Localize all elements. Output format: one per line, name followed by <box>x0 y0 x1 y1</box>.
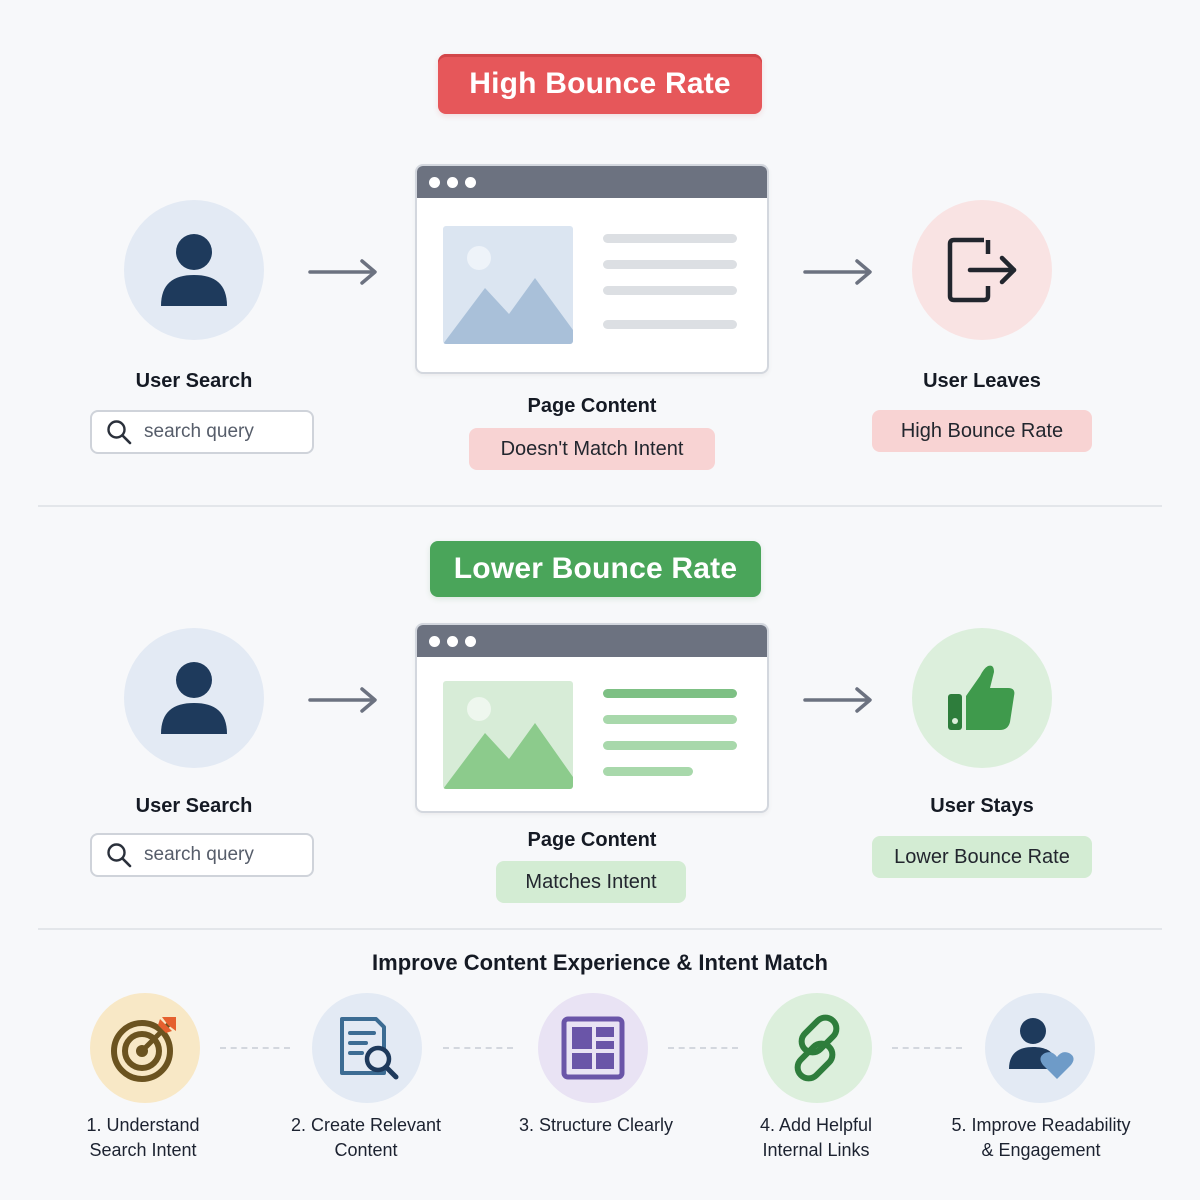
page-status-badge: Matches Intent <box>496 861 686 903</box>
step-connector <box>443 1047 513 1049</box>
user-stays-circle <box>912 628 1052 768</box>
user-leaves-label: User Leaves <box>923 370 1041 392</box>
step-connector <box>892 1047 962 1049</box>
page-content-window <box>415 164 769 374</box>
arrow-right-icon <box>308 259 377 285</box>
step-connector <box>220 1047 290 1049</box>
search-input[interactable]: search query <box>90 833 314 877</box>
search-placeholder: search query <box>144 421 254 442</box>
step-1-circle <box>90 993 200 1103</box>
user-search-label: User Search <box>135 795 253 817</box>
search-icon <box>107 420 132 445</box>
image-placeholder-icon <box>443 226 573 344</box>
user-icon <box>161 234 227 306</box>
result-status-badge: Lower Bounce Rate <box>872 836 1092 878</box>
user-stays-label: User Stays <box>930 795 1034 817</box>
user-heart-icon <box>1009 1018 1074 1079</box>
arrow-right-icon <box>803 259 872 285</box>
search-input[interactable]: search query <box>90 410 314 454</box>
document-search-icon <box>340 1017 399 1080</box>
user-search-label: User Search <box>135 370 253 392</box>
thumbs-up-icon <box>948 665 1015 730</box>
step-3-circle <box>538 993 648 1103</box>
improve-title: Improve Content Experience & Intent Matc… <box>372 950 828 975</box>
step-5-circle <box>985 993 1095 1103</box>
page-content-label: Page Content <box>527 829 657 851</box>
section-divider <box>38 505 1162 507</box>
step-2-circle <box>312 993 422 1103</box>
arrow-right-icon <box>803 687 872 713</box>
page-content-window <box>415 623 769 813</box>
high-bounce-banner: High Bounce Rate <box>438 54 762 114</box>
step-connector <box>668 1047 738 1049</box>
page-status-badge: Doesn't Match Intent <box>469 428 715 470</box>
exit-icon <box>947 237 1017 303</box>
user-leaves-circle <box>912 200 1052 340</box>
step-3-label: 3. Structure Clearly <box>518 1115 674 1135</box>
search-icon <box>107 843 132 868</box>
browser-title-bar <box>417 166 767 198</box>
image-placeholder-icon <box>443 681 573 789</box>
result-status-badge: High Bounce Rate <box>872 410 1092 452</box>
user-search-avatar <box>124 200 264 340</box>
section-divider <box>38 928 1162 930</box>
lower-bounce-banner: Lower Bounce Rate <box>430 541 761 597</box>
layout-grid-icon <box>561 1016 625 1080</box>
user-search-avatar <box>124 628 264 768</box>
browser-title-bar <box>417 625 767 657</box>
step-5-label: 5. Improve Readability& Engagement <box>951 1115 1131 1160</box>
target-icon <box>111 1017 176 1082</box>
user-icon <box>161 662 227 734</box>
arrow-right-icon <box>308 687 377 713</box>
step-4-circle <box>762 993 872 1103</box>
page-content-label: Page Content <box>527 395 657 417</box>
link-icon <box>794 1014 840 1082</box>
search-placeholder: search query <box>144 844 254 865</box>
